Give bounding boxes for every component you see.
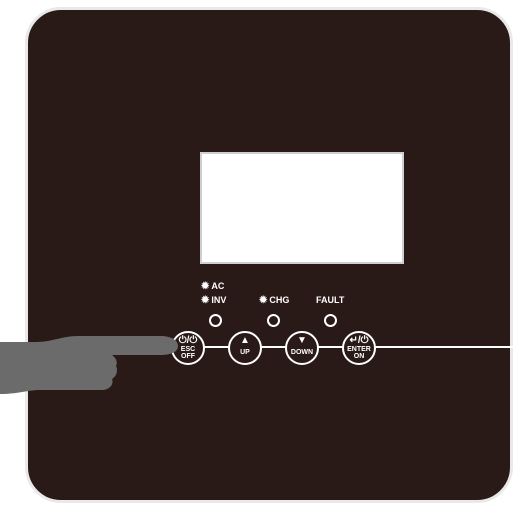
pointing-hand-icon [0, 330, 190, 400]
lcd-display [200, 152, 404, 264]
arrow-up-icon: ▲ [230, 336, 260, 346]
fault-led-label: FAULT [316, 295, 344, 305]
inv-led-label: ✹INV [201, 295, 226, 306]
up-button[interactable]: ▲ UP [228, 331, 262, 365]
ac-inv-led [209, 314, 222, 327]
enter-power-icon: ↵/⏻ [344, 336, 374, 346]
inverter-control-panel [25, 7, 513, 503]
sun-icon: ✹ [201, 281, 209, 292]
sun-half-icon: ✹ [201, 295, 209, 306]
arrow-down-icon: ▼ [287, 336, 317, 346]
fault-led [324, 314, 337, 327]
sun-icon: ✹ [259, 295, 267, 306]
chg-led-label: ✹CHG [259, 295, 289, 306]
ac-led-label: ✹AC [201, 281, 224, 292]
enter-on-button[interactable]: ↵/⏻ ENTER ON [342, 331, 376, 365]
down-button[interactable]: ▼ DOWN [285, 331, 319, 365]
chg-led [267, 314, 280, 327]
